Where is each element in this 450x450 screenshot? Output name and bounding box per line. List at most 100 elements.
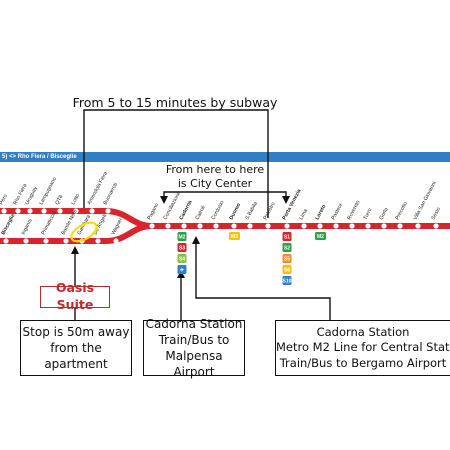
station-dot: [149, 223, 155, 229]
station-label: Turro: [362, 207, 373, 221]
cadorna-badge-bg: [177, 254, 187, 263]
station-dot: [15, 208, 21, 214]
station-dot: [41, 208, 47, 214]
station-label: Rovereto: [346, 199, 361, 221]
cadorna-badge-bg: [177, 243, 187, 252]
cadorna-box-line2: Train/Bus to: [158, 332, 230, 347]
venezia-box-line1: Cadorna Station: [316, 324, 410, 339]
cadorna-box-line3: Malpensa Airport: [165, 349, 223, 380]
station-dot: [63, 238, 69, 244]
city-center-label: From here to here is City Center: [150, 163, 280, 192]
station-dot: [197, 223, 203, 229]
line-banner-label: 5) <> Rho Fiera / Bisceglie: [2, 154, 77, 160]
station-label: Pero: [0, 193, 9, 206]
station-dot: [105, 208, 111, 214]
station-dot: [43, 238, 49, 244]
station-dot: [433, 223, 439, 229]
travel-time-bracket: [83, 109, 269, 218]
station-dot: [73, 208, 79, 214]
oasis-arrow: [71, 246, 79, 254]
station-label: Cordusio: [210, 200, 225, 221]
station-dot: [113, 238, 119, 244]
travel-time-label: From 5 to 15 minutes by subway: [72, 95, 278, 110]
station-label: Palestro: [262, 201, 276, 221]
station-dot: [265, 223, 271, 229]
station-dot: [23, 238, 29, 244]
highlight-ring-gambara: [70, 221, 98, 243]
station-label: Inganni: [20, 218, 33, 236]
cadorna-badge-bg: [177, 232, 187, 241]
porta-venezia-badge-bg: [282, 243, 292, 252]
venezia-arrow: [192, 236, 200, 244]
porta-venezia-badge-bg: [282, 232, 292, 241]
cadorna-box-line1: Cadorna Station: [145, 316, 243, 331]
city-center-bracket: [163, 191, 287, 196]
station-dot: [349, 223, 355, 229]
city-center-line1: From here to here: [165, 163, 265, 176]
porta-venezia-badge-bg: [282, 254, 292, 263]
city-center-arrow-left: [160, 196, 168, 204]
duomo-badge-bg: [229, 232, 240, 240]
city-center-arrow-right: [282, 196, 290, 204]
porta-venezia-badge-bg: [282, 265, 292, 274]
station-label: S.Babila: [244, 201, 258, 221]
lower-branch-track: [0, 223, 155, 244]
station-label: QT8: [54, 194, 64, 206]
stop-distance-box: Stop is 50m away from the apartment: [20, 320, 132, 376]
station-dot: [3, 238, 9, 244]
station-label: Cadorna: [178, 199, 193, 220]
station-label: Gorla: [378, 207, 389, 221]
station-label: Pagano: [146, 202, 160, 221]
porta-venezia-badge-label: S1: [284, 235, 290, 241]
cadorna-badge-label: ✈: [180, 268, 185, 274]
venezia-pointer: [195, 240, 331, 320]
line-banner: 5) <> Rho Fiera / Bisceglie: [0, 152, 450, 162]
city-center-line2: is City Center: [177, 177, 253, 191]
station-dot: [415, 223, 421, 229]
station-dot: [165, 223, 171, 229]
porta-venezia-badge-label: S5: [284, 257, 290, 263]
cadorna-badge-bg: [177, 265, 187, 274]
station-dot: [1, 208, 7, 214]
loreto-badge-bg: [315, 232, 326, 240]
cadorna-badge-label: S4: [179, 257, 185, 263]
station-label: Precotto: [394, 201, 408, 221]
station-dot: [95, 238, 101, 244]
station-label: Wagner: [110, 217, 124, 236]
station-dot: [181, 223, 187, 229]
station-dot: [89, 208, 95, 214]
station-dot: [57, 208, 63, 214]
station-label: Primaticcio: [40, 211, 57, 236]
venezia-box-line3: Train/Bus to Bergamo Airport: [279, 355, 447, 370]
station-dot: [27, 208, 33, 214]
porta-venezia-badge-bg: [282, 276, 292, 285]
station-label: Sesto: [430, 206, 442, 221]
porta-venezia-badge-label: S6: [284, 268, 290, 274]
oasis-suite-label: Oasis Suite: [40, 280, 110, 312]
station-label: Loreto: [314, 204, 327, 221]
station-dot: [231, 223, 237, 229]
station-dot: [284, 223, 290, 229]
station-dot: [247, 223, 253, 229]
station-label: Lotto: [70, 193, 81, 206]
cadorna-badge-label: M2: [179, 235, 186, 241]
porta-venezia-badge-label: S2: [284, 246, 290, 252]
station-dot: [317, 223, 323, 229]
station-label: Cairoli: [194, 205, 206, 221]
station-dot: [301, 223, 307, 229]
station-dot: [365, 223, 371, 229]
station-label: Bisceglie: [0, 213, 16, 236]
station-dot: [381, 223, 387, 229]
station-dot: [333, 223, 339, 229]
station-label: Pasteur: [330, 202, 344, 221]
station-label: Buonarroti: [102, 182, 119, 206]
cadorna-badge-label: S3: [179, 246, 185, 252]
callout-connectors: [71, 109, 331, 320]
cadorna-malpensa-box: Cadorna Station Train/Bus to Malpensa Ai…: [143, 317, 245, 379]
station-dot: [397, 223, 403, 229]
station-dot: [213, 223, 219, 229]
stop-box-line1: Stop is 50m away: [22, 324, 130, 339]
duomo-badge-label: M3: [231, 234, 238, 240]
